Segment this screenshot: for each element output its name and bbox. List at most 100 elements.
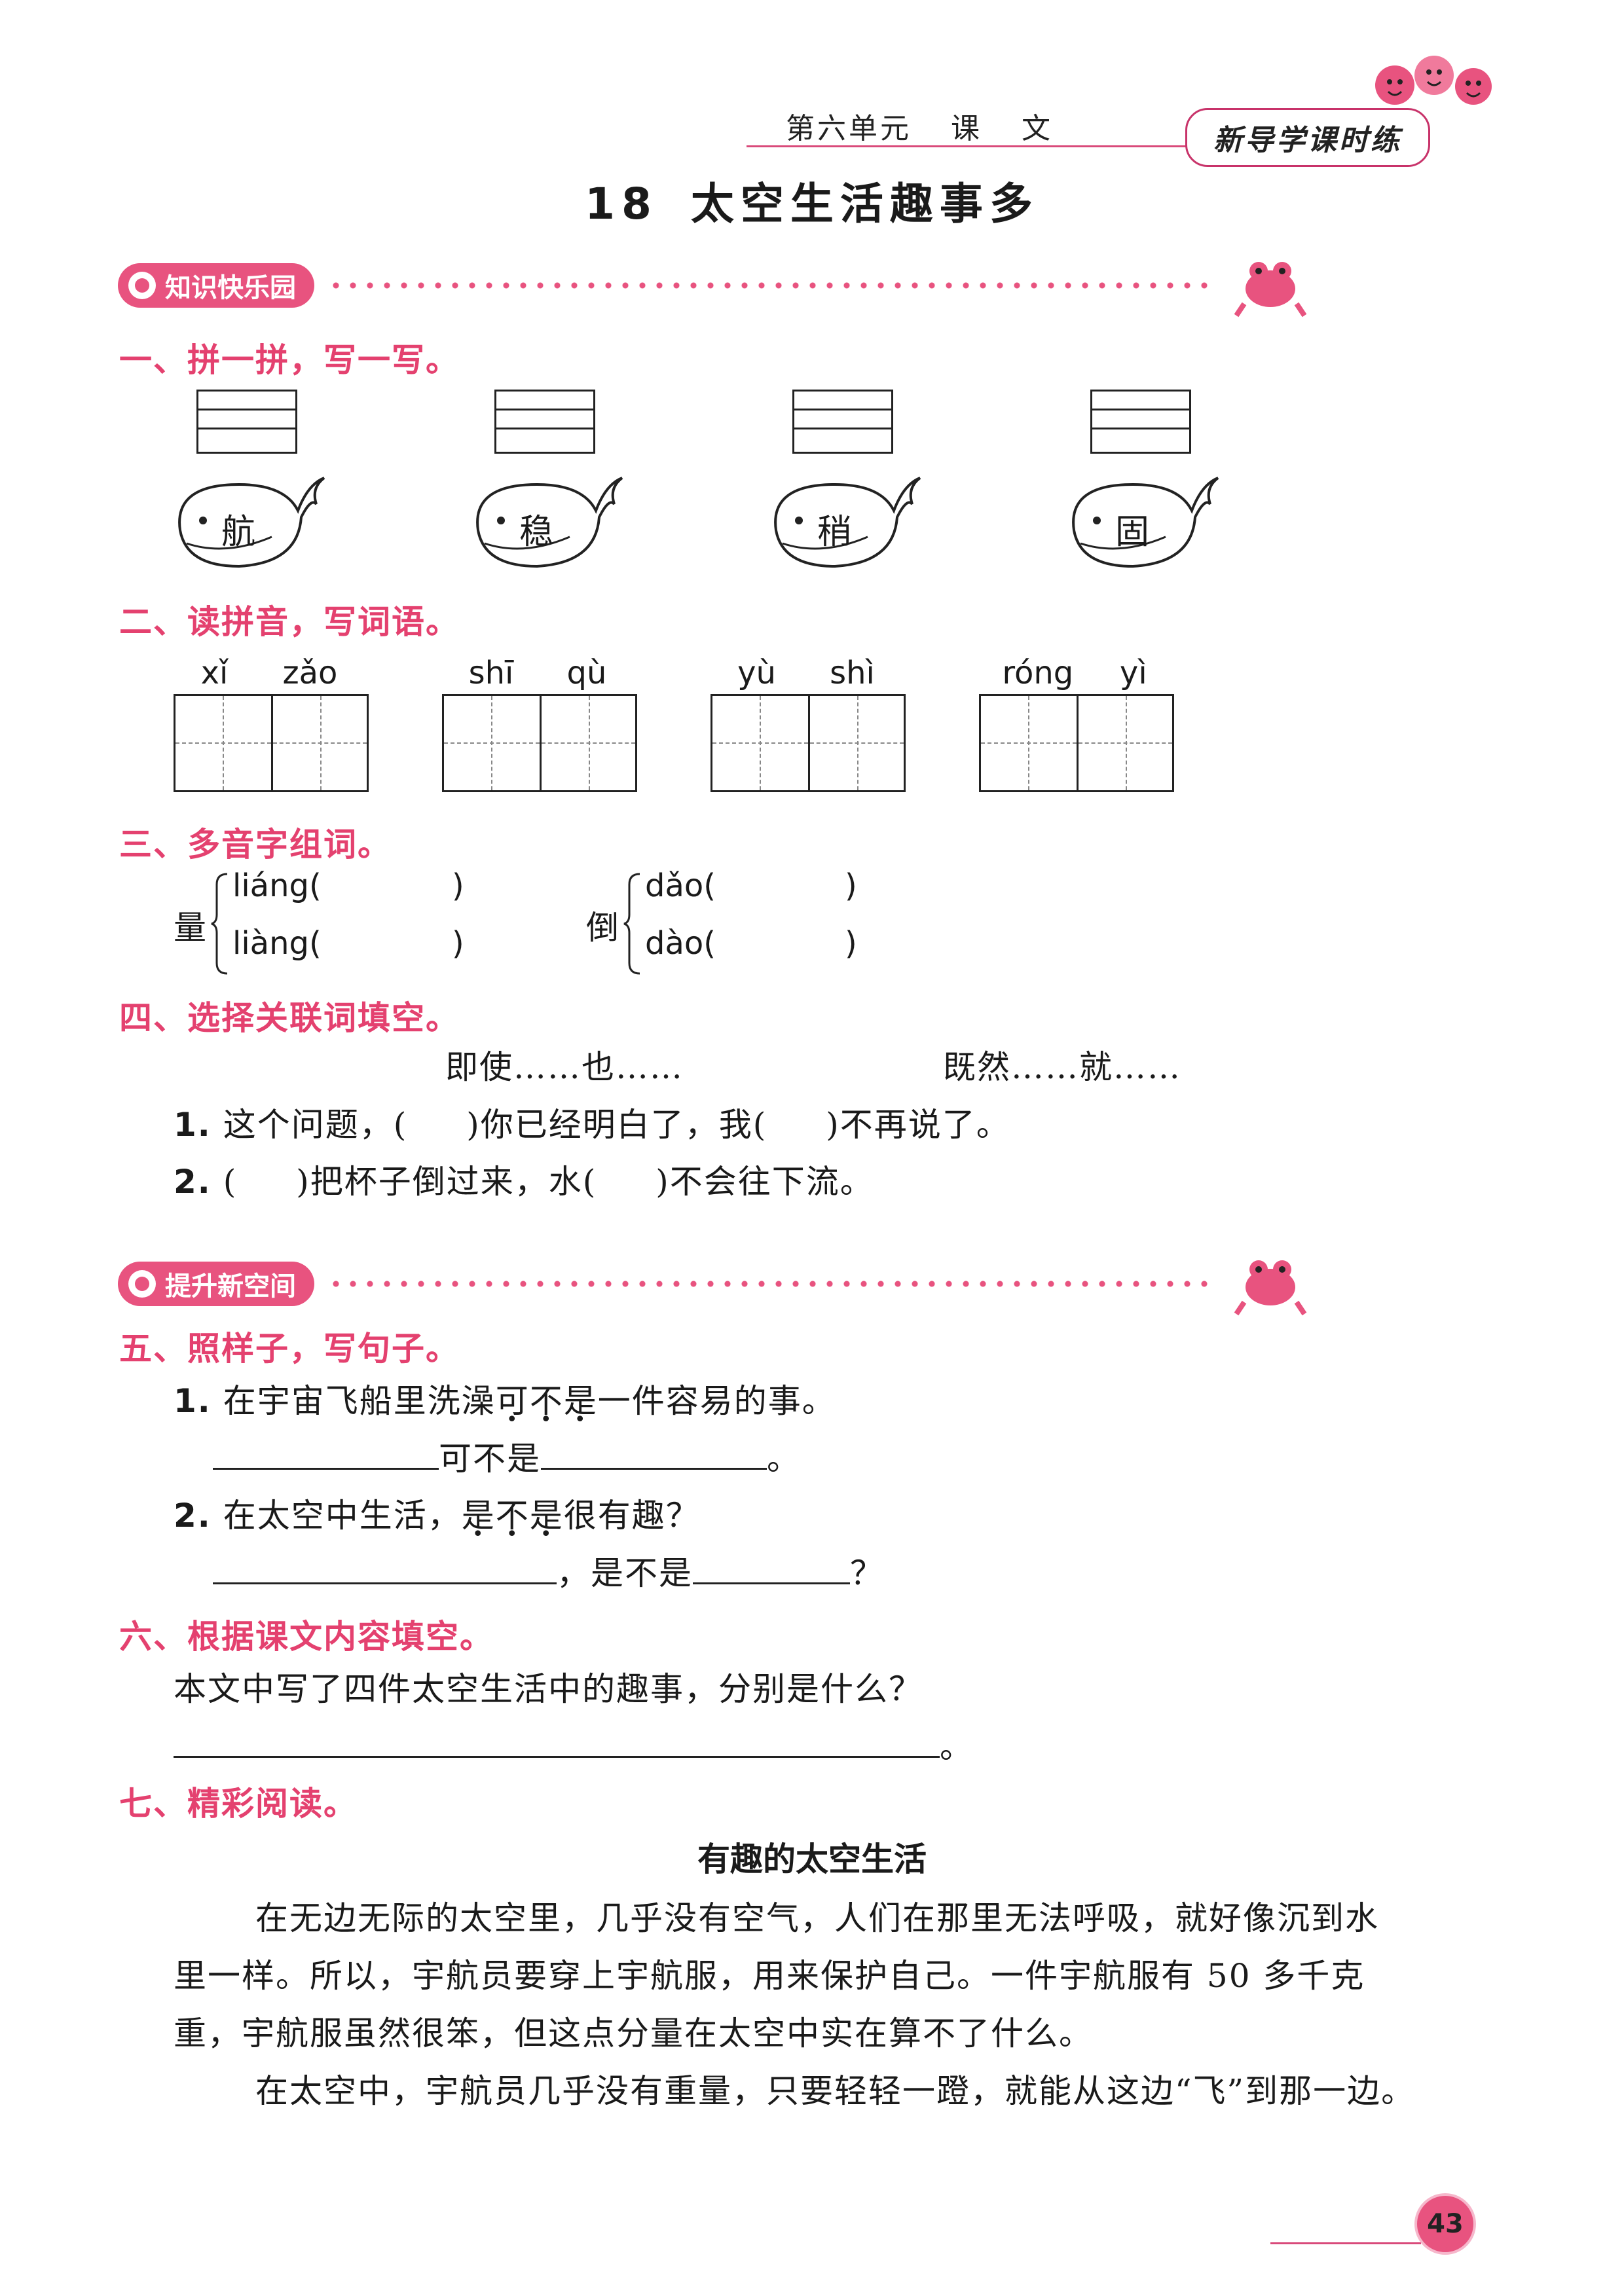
pinyin-item-4: róng yì bbox=[979, 655, 1174, 792]
passage-line: 在无边无际的太空里，几乎没有空气，人们在那里无法呼吸，就好像沉到水 bbox=[255, 1899, 1379, 1937]
frog-icon bbox=[1234, 262, 1307, 318]
tian-grid[interactable] bbox=[174, 694, 369, 792]
sentence-part: )把杯子倒过来，水( bbox=[296, 1163, 597, 1201]
pinyin-syllable: shī bbox=[468, 655, 514, 691]
pinyin-syllable: zǎo bbox=[282, 655, 338, 691]
q6-answer: 。 bbox=[174, 1721, 974, 1768]
sentence-part: 这个问题，( bbox=[223, 1106, 408, 1144]
polyphone-reading-2: dào( bbox=[645, 925, 716, 962]
sentence-end: ？ bbox=[850, 1554, 884, 1592]
q5-example-1: 1. 在宇宙飞船里洗澡可不是一件容易的事。 bbox=[174, 1375, 836, 1422]
tian-grid[interactable] bbox=[979, 694, 1174, 792]
passage-line: 里一样。所以，宇航员要穿上宇航服，用来保护自己。一件宇航服有 50 多千克 bbox=[174, 1957, 1365, 1995]
sentence-part: )不会往下流。 bbox=[655, 1163, 874, 1201]
sentence-part: )不再说了。 bbox=[826, 1106, 1010, 1144]
polyphone-group-1: 量 liáng( ) liàng( ) bbox=[174, 867, 481, 979]
answer-line[interactable] bbox=[541, 1467, 767, 1470]
item-number: 2. bbox=[174, 1497, 212, 1535]
answer-line[interactable] bbox=[213, 1467, 439, 1470]
unit-label: 第六单元 bbox=[786, 112, 912, 145]
answer-line[interactable] bbox=[693, 1581, 850, 1584]
q2-heading: 二、读拼音，写词语。 bbox=[119, 603, 460, 641]
polyphone-char: 倒 bbox=[586, 909, 620, 947]
unit-header: 第六单元 课 文 bbox=[786, 105, 1092, 147]
write-box[interactable] bbox=[792, 390, 893, 454]
banner-label: 提升新空间 bbox=[165, 1271, 296, 1302]
whale-icon bbox=[774, 477, 921, 568]
write-box[interactable] bbox=[494, 390, 595, 454]
tian-grid[interactable] bbox=[710, 694, 906, 792]
q1-item-2 bbox=[494, 390, 595, 454]
item-number: 1. bbox=[174, 1106, 212, 1144]
emphasized-char: 不 bbox=[530, 1382, 564, 1420]
section-banner-knowledge: 知识快乐园 bbox=[118, 262, 1310, 318]
polyphone-reading-2: liàng( bbox=[232, 925, 322, 962]
whale-char-4: 固 bbox=[1115, 513, 1150, 552]
passage-title: 有趣的太空生活 bbox=[697, 1840, 927, 1878]
q5-fill-2: ，是不是 ？ bbox=[213, 1547, 884, 1594]
pinyin-syllable: xǐ bbox=[200, 655, 229, 691]
q5-heading: 五、照样子，写句子。 bbox=[119, 1330, 460, 1368]
lesson-number: 18 bbox=[585, 179, 658, 229]
pinyin-item-1: xǐ zǎo bbox=[174, 655, 369, 792]
cartoon-kids-icon bbox=[1375, 56, 1492, 105]
sentence-part: )你已经明白了，我( bbox=[466, 1106, 767, 1144]
q3-heading: 三、多音字组词。 bbox=[119, 826, 392, 864]
polyphone-char: 量 bbox=[174, 909, 208, 947]
q1-item-3 bbox=[792, 390, 893, 454]
sentence-part: 在宇宙飞船里洗澡 bbox=[223, 1382, 496, 1420]
write-box[interactable] bbox=[1090, 390, 1191, 454]
brace-icon bbox=[623, 873, 640, 975]
q7-heading: 七、精彩阅读。 bbox=[119, 1785, 358, 1823]
passage-line: 在太空中，宇航员几乎没有重量，只要轻轻一蹬，就能从这边“飞”到那一边。 bbox=[255, 2072, 1416, 2110]
pinyin-syllable: shì bbox=[830, 655, 875, 691]
bullet-icon bbox=[128, 272, 156, 299]
answer-line[interactable] bbox=[213, 1581, 557, 1584]
sentence-end: 。 bbox=[940, 1728, 974, 1766]
brace-icon bbox=[211, 873, 228, 975]
q4-sentence-1: 1. 这个问题，( )你已经明白了，我( )不再说了。 bbox=[174, 1099, 1010, 1146]
lesson-title: 18 太空生活趣事多 bbox=[0, 169, 1624, 232]
banner-pill: 提升新空间 bbox=[118, 1262, 314, 1306]
polyphone-reading-1: liáng( bbox=[232, 867, 322, 904]
subject-char-1: 课 bbox=[951, 112, 982, 145]
q5-example-2: 2. 在太空中生活，是不是很有趣？ bbox=[174, 1489, 700, 1537]
whale-icon bbox=[1072, 477, 1219, 568]
pinyin-item-3: yù shì bbox=[710, 655, 906, 792]
emphasized-char: 是 bbox=[564, 1382, 598, 1420]
write-box[interactable] bbox=[196, 390, 297, 454]
polyphone-group-2: 倒 dǎo( ) dào( ) bbox=[586, 867, 894, 979]
pinyin-syllable: qù bbox=[566, 655, 607, 691]
q4-heading: 四、选择关联词填空。 bbox=[119, 999, 460, 1037]
banner-pill: 知识快乐园 bbox=[118, 263, 314, 308]
pinyin-syllable: yì bbox=[1119, 655, 1147, 691]
subject-char-2: 文 bbox=[1022, 112, 1053, 145]
emphasized-char: 是 bbox=[530, 1497, 564, 1535]
q5-fill-1: 可不是。 bbox=[213, 1432, 801, 1480]
whale-char-3: 稍 bbox=[817, 513, 852, 552]
banner-label: 知识快乐园 bbox=[165, 273, 296, 303]
answer-line[interactable] bbox=[174, 1755, 940, 1758]
page-number: 43 bbox=[1414, 2193, 1476, 2255]
sentence-part: 一件容易的事。 bbox=[597, 1382, 836, 1420]
emphasized-char: 不 bbox=[496, 1497, 530, 1535]
paren-close: ) bbox=[845, 925, 857, 962]
whale-char-2: 稳 bbox=[519, 513, 554, 552]
q1-heading: 一、拼一拼，写一写。 bbox=[119, 341, 460, 379]
lesson-title-text: 太空生活趣事多 bbox=[690, 178, 1039, 229]
dotted-divider bbox=[327, 1281, 1218, 1287]
item-number: 1. bbox=[174, 1382, 212, 1420]
fill-prompt: 可不是 bbox=[439, 1440, 541, 1478]
sentence-part: 在太空中生活， bbox=[223, 1497, 462, 1535]
emphasized-char: 是 bbox=[462, 1497, 496, 1535]
tian-grid[interactable] bbox=[442, 694, 637, 792]
paren-close: ) bbox=[845, 867, 857, 904]
dotted-divider bbox=[327, 282, 1218, 289]
paren-close: ) bbox=[452, 867, 464, 904]
whale-icon bbox=[178, 477, 325, 568]
fill-prompt: ，是不是 bbox=[557, 1554, 693, 1592]
brand-badge: 新导学课时练 bbox=[1185, 108, 1430, 167]
q4-sentence-2: 2. ()把杯子倒过来，水()不会往下流。 bbox=[174, 1156, 874, 1203]
polyphone-reading-1: dǎo( bbox=[645, 867, 716, 904]
conjunction-option-1: 即使……也…… bbox=[445, 1048, 684, 1086]
